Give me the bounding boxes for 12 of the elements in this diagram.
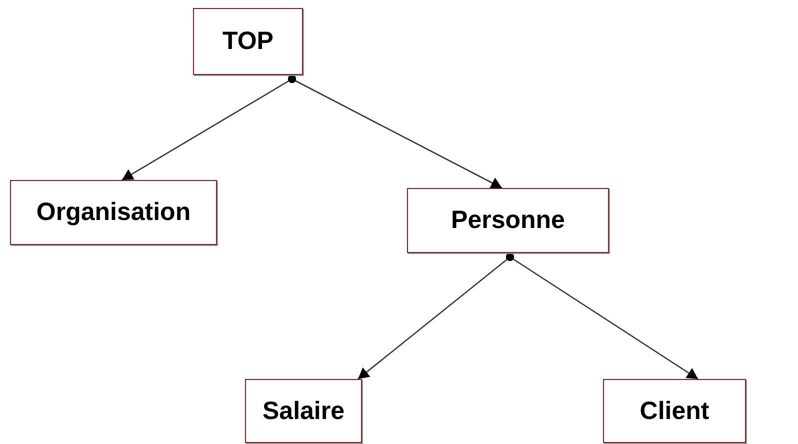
connector-arrow — [288, 74, 502, 189]
class-name: Personne — [451, 206, 565, 235]
class-box — [245, 379, 362, 443]
class-box — [603, 379, 746, 443]
class-name: TOP — [222, 27, 274, 56]
class-name: Organisation — [36, 198, 191, 227]
class-box — [10, 180, 217, 245]
class-box — [193, 8, 303, 75]
connector-arrow — [506, 252, 698, 380]
class-box — [407, 188, 609, 253]
class-name: Salaire — [262, 396, 344, 426]
class-name: Client — [640, 396, 710, 426]
